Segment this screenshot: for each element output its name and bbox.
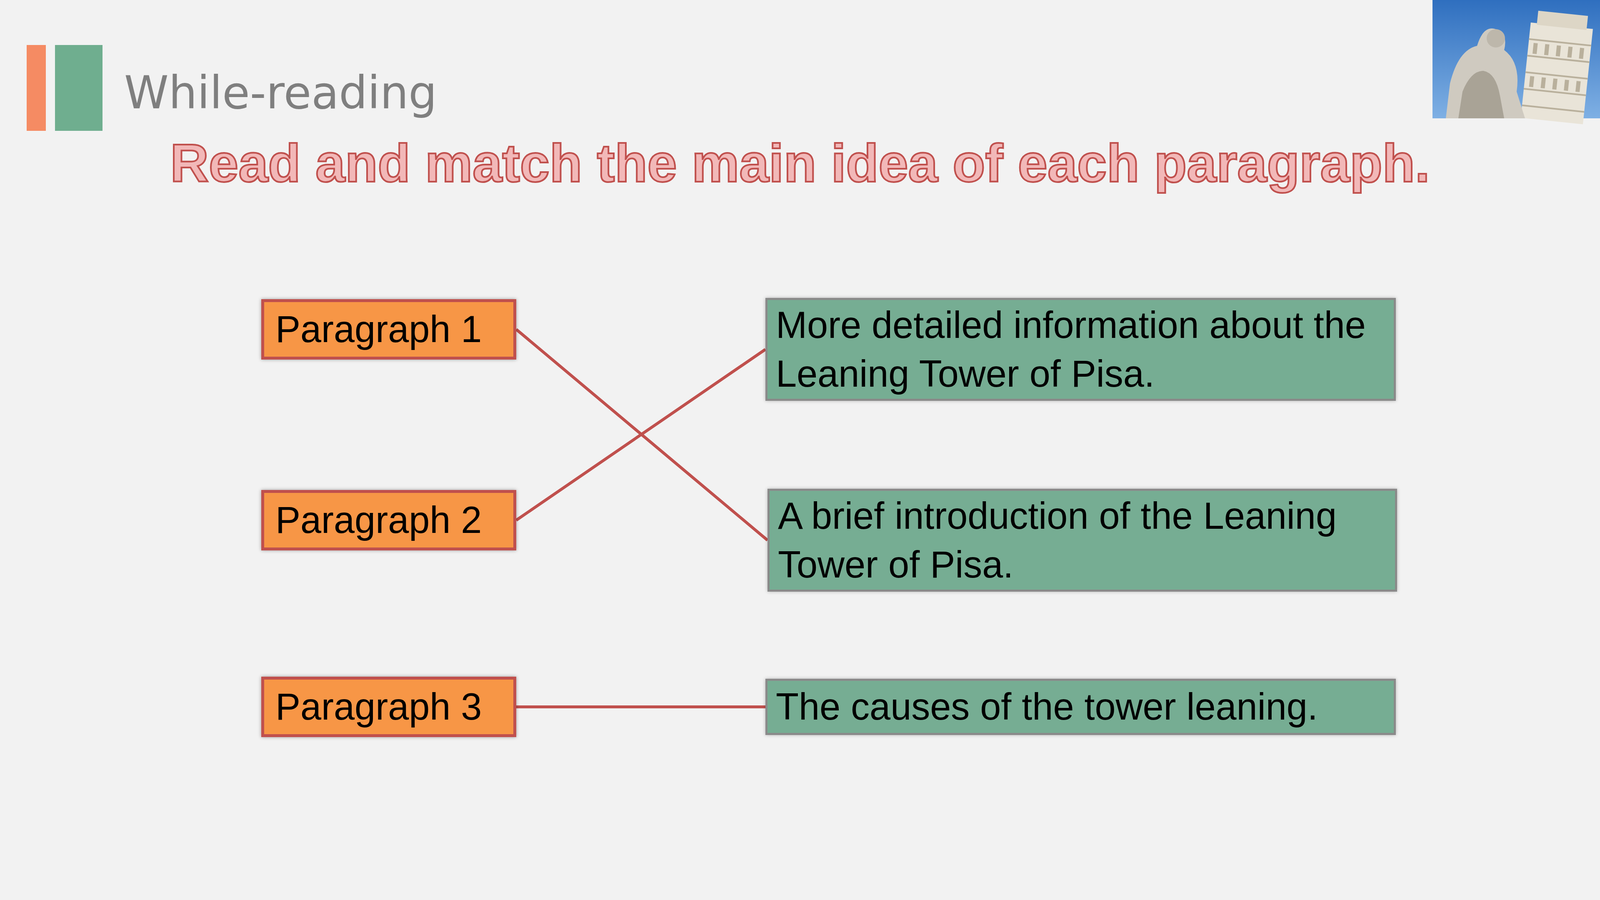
box-text: Paragraph 2 [275, 495, 482, 545]
main-idea-box: The causes of the tower leaning. [765, 678, 1396, 735]
box-text: A brief introduction of the Leaning Towe… [777, 491, 1387, 590]
box-text: More detailed information about the Lean… [775, 300, 1386, 399]
tower-photo [1432, 0, 1600, 125]
paragraph-box: Paragraph 2 [261, 490, 517, 551]
accent-bar [26, 45, 46, 131]
match-line [516, 329, 768, 541]
section-label: While-reading [124, 66, 438, 119]
box-text: The causes of the tower leaning. [775, 682, 1318, 732]
accent-bar [55, 45, 103, 131]
box-text: Paragraph 3 [275, 682, 482, 732]
match-line [516, 349, 766, 521]
slide-title: Read and match the main idea of each par… [0, 132, 1600, 194]
match-line [516, 705, 766, 709]
paragraph-box: Paragraph 3 [261, 676, 517, 738]
paragraph-box: Paragraph 1 [261, 299, 517, 360]
main-idea-box: A brief introduction of the Leaning Towe… [767, 488, 1398, 592]
box-text: Paragraph 1 [275, 305, 482, 354]
main-idea-box: More detailed information about the Lean… [765, 297, 1396, 401]
